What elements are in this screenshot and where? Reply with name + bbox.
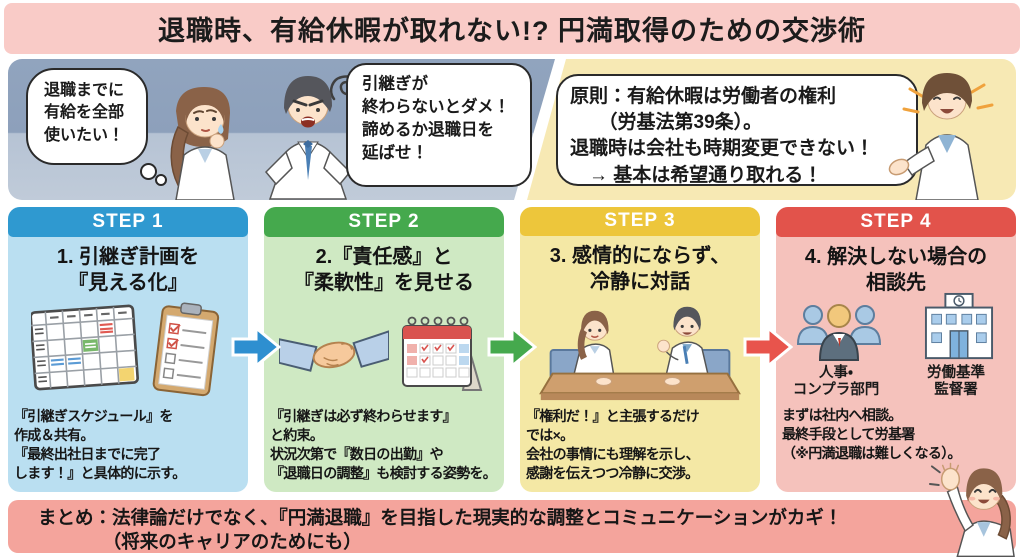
worker-thought-bubble: 退職までに 有給を全部 使いたい！ — [26, 68, 148, 165]
worried-worker-illustration — [170, 87, 235, 200]
hr-label: 人事・ コンプラ部門 — [792, 365, 880, 398]
step1-illustration — [8, 296, 248, 405]
step3-illustration — [520, 295, 760, 405]
summary-text: まとめ：法律論だけでなく、『円満退職』を目指した現実的な調整とコミュニケーション… — [38, 507, 843, 553]
hr-people-icon — [796, 304, 882, 361]
step4-title: 4. 解決しない場合の 相談先 — [804, 246, 988, 294]
principle-speech-bubble: 原則：有給休暇は労働者の権利 （労基法第39条）。 退職時は会社も時期変更できな… — [556, 74, 918, 186]
arrow-step1-step2-icon — [231, 325, 281, 369]
checklist-clipboard-icon — [152, 302, 220, 397]
step1-body: 『引継ぎスケジュール』を 作成＆共有。 『最終出社日までに完了 します！』と具体… — [14, 407, 186, 481]
step2-illustration — [264, 296, 504, 405]
waving-woman-illustration — [928, 462, 1015, 557]
thought-dot — [155, 174, 167, 186]
page-title: 退職時、有給休暇が取れない!? 円満取得のための交渉術 — [158, 16, 866, 46]
step4-header: STEP 4 — [776, 207, 1016, 237]
step3-body: 『権利だ！』と主張するだけ では×。 会社の事情にも理解を示し、 感謝を伝えつつ… — [526, 407, 700, 481]
step2-panel: STEP 2 2.『責任感』と 『柔軟性』を見せる — [264, 207, 504, 492]
intro-row: 退職までに 有給を全部 使いたい！ — [8, 59, 1016, 200]
angry-boss-illustration — [264, 76, 352, 200]
step3-title: 3. 感情的にならず、 冷静に対話 — [549, 244, 731, 293]
step4-consult-icons — [776, 292, 1016, 362]
labor-bureau-building-icon — [924, 292, 994, 360]
desk-calendar-icon — [402, 317, 483, 392]
schedule-calendar-icon — [31, 305, 139, 391]
arrow-step3-step4-icon — [743, 325, 793, 369]
step3-header: STEP 3 — [520, 207, 760, 236]
step4-panel: STEP 4 4. 解決しない場合の 相談先 — [776, 207, 1016, 492]
step2-header: STEP 2 — [264, 207, 504, 237]
handshake-icon — [279, 330, 389, 373]
step2-title: 2.『責任感』と 『柔軟性』を見せる — [294, 246, 474, 294]
step3-panel: STEP 3 3. 感情的にならず、 冷静に対話 — [520, 207, 760, 492]
step4-body: まずは社内へ相談。 最終手段として労基署 （※円満退職は難しくなる）。 — [782, 407, 962, 462]
labor-bureau-label: 労働基準 監督署 — [927, 365, 985, 398]
advisor-doctor-illustration — [888, 73, 994, 200]
title-band: 退職時、有給休暇が取れない!? 円満取得のための交渉術 — [4, 3, 1020, 54]
boss-speech-bubble: 引継ぎが 終わらないとダメ！ 諦めるか退職日を 延ばせ！ — [346, 63, 532, 187]
calm-dialogue-scene — [539, 306, 741, 400]
step4-consult-labels: 人事・ コンプラ部門 労働基準 監督署 — [776, 365, 1016, 398]
summary-band: まとめ：法律論だけでなく、『円満退職』を目指した現実的な調整とコミュニケーション… — [8, 500, 1016, 553]
step2-body: 『引継ぎは必ず終わらせます』 と約束。 状況次第で『数日の出勤』や 『退職日の調… — [270, 407, 497, 481]
step1-title: 1. 引継ぎ計画を 『見える化』 — [56, 246, 200, 294]
step1-header: STEP 1 — [8, 207, 248, 237]
step1-panel: STEP 1 1. 引継ぎ計画を 『見える化』 — [8, 207, 248, 492]
arrow-step2-step3-icon — [487, 325, 537, 369]
thought-dot — [140, 163, 157, 180]
